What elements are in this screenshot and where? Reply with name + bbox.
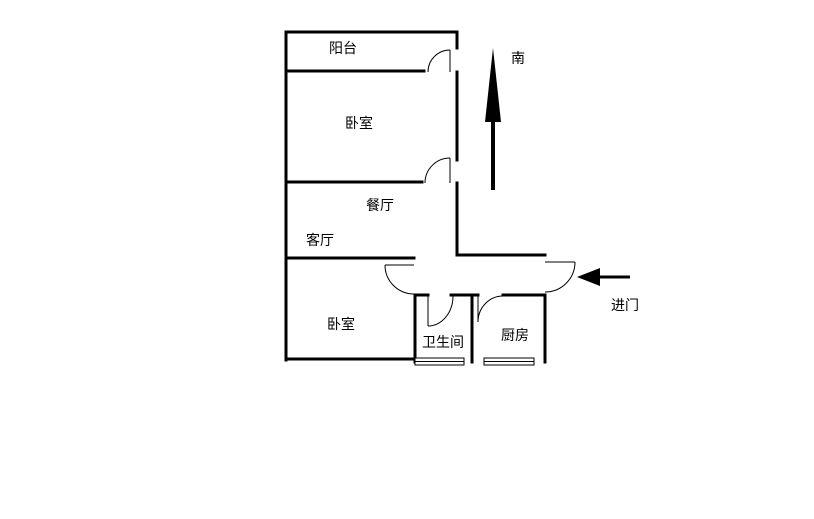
room-label-dining: 餐厅	[366, 198, 394, 214]
entrance-door	[544, 261, 576, 293]
entrance-label: 进门	[611, 298, 639, 314]
room-label-kitchen: 厨房	[501, 328, 529, 344]
bathroom-door	[427, 295, 454, 327]
compass-label: 南	[511, 51, 525, 67]
balcony-door	[427, 49, 451, 73]
room-label-bedroom-south: 卧室	[327, 316, 355, 333]
compass-arrow-icon	[485, 48, 501, 190]
walls	[284, 30, 547, 364]
bathroom-window	[414, 357, 465, 366]
bedroom-north-door	[424, 157, 451, 184]
kitchen-door	[477, 295, 504, 323]
kitchen-window	[483, 357, 535, 366]
bedroom-south-door	[384, 264, 415, 295]
room-label-balcony: 阳台	[329, 41, 357, 57]
room-label-bathroom: 卫生间	[422, 335, 464, 351]
entrance-arrow-icon	[577, 268, 630, 286]
room-label-bedroom-north: 卧室	[345, 115, 373, 132]
room-label-living: 客厅	[306, 232, 334, 249]
